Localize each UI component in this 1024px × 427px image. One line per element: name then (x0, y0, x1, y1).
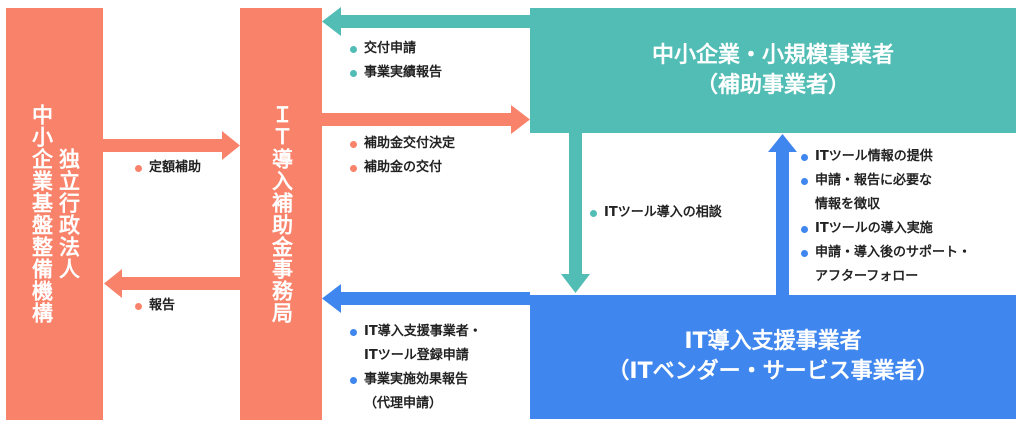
vendor-box: IT導入支援事業者 （ITベンダー・サービス事業者） (530, 295, 1016, 419)
label-item: 事業実施効果報告 (350, 368, 482, 392)
label-item: 情報を徴収 (815, 197, 881, 212)
label-agency-to-office: 定額補助 (135, 156, 201, 180)
label-sme-to-vendor: ITツール導入の相談 (590, 201, 722, 225)
agency-line-2: 中小企業基盤整備機構 (29, 104, 54, 324)
arrow-vendor-to-office (322, 284, 530, 313)
sme-subtitle: （補助事業者） (695, 72, 850, 98)
arrow-sme-to-office (322, 7, 530, 36)
arrow-vendor-to-sme (768, 134, 797, 295)
label-item: 定額補助 (135, 156, 201, 180)
vendor-subtitle: （ITベンダー・サービス事業者） (607, 359, 939, 384)
label-item: 補助金交付決定 (350, 132, 455, 156)
label-item: ITツール導入の相談 (590, 201, 722, 225)
label-item: （代理申請） (364, 396, 443, 411)
label-vendor-to-office: IT導入支援事業者・ ITツール登録申請 事業実施効果報告 （代理申請） (350, 320, 482, 416)
arrow-office-to-agency (104, 269, 240, 298)
label-office-to-agency: 報告 (135, 294, 175, 318)
label-item: 報告 (135, 294, 175, 318)
label-sme-to-office: 交付申請 事業実績報告 (350, 37, 442, 85)
label-item: アフターフォロー (815, 269, 919, 284)
label-vendor-to-sme: ITツール情報の提供 申請・報告に必要な 情報を徴収 ITツールの導入実施 申請… (801, 145, 971, 289)
label-item: ITツール登録申請 (364, 348, 469, 363)
vendor-title: IT導入支援事業者 (684, 329, 862, 354)
office-box: ＩＴ導入補助金事務局 (240, 8, 322, 420)
label-item: 事業実績報告 (350, 61, 442, 85)
label-office-to-sme: 補助金交付決定 補助金の交付 (350, 132, 455, 180)
arrow-agency-to-office (103, 131, 240, 160)
label-item: 補助金の交付 (350, 156, 455, 180)
label-item: 申請・報告に必要な (801, 169, 971, 193)
label-item: IT導入支援事業者・ (350, 320, 482, 344)
label-item: ITツールの導入実施 (801, 217, 971, 241)
sme-box: 中小企業・小規模事業者 （補助事業者） (530, 8, 1016, 133)
label-item: 申請・導入後のサポート・ (801, 241, 971, 265)
label-item: 交付申請 (350, 37, 442, 61)
arrow-office-to-sme (322, 105, 530, 134)
label-item: ITツール情報の提供 (801, 145, 971, 169)
arrow-sme-to-vendor (561, 133, 590, 293)
agency-line-1: 独立行政法人 (56, 148, 81, 280)
office-title: ＩＴ導入補助金事務局 (269, 104, 294, 324)
sme-title: 中小企業・小規模事業者 (651, 42, 894, 68)
agency-box: 独立行政法人 中小企業基盤整備機構 (6, 8, 103, 420)
